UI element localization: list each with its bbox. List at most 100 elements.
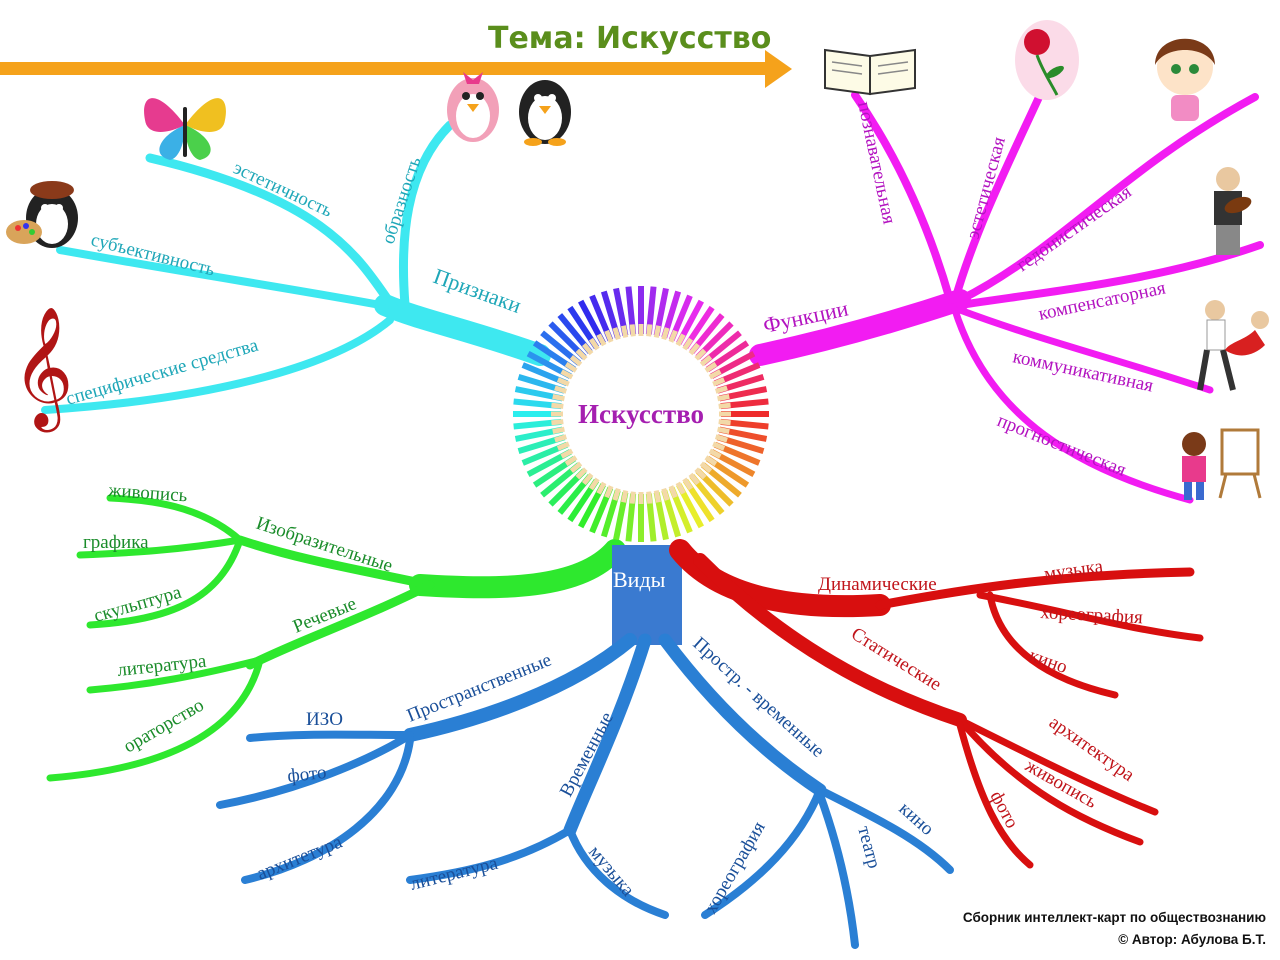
branch-dinam-statich [669,539,1204,869]
pencil-tip [675,333,686,347]
butterfly-icon [144,98,226,160]
item-foto-blue: фото [286,762,327,787]
pencil-tip [629,491,636,504]
title-arrow [0,50,792,88]
item-horeografiya-red: хореография [1040,602,1144,628]
penguin-pink-icon [447,72,499,142]
pencil-tip [675,481,686,495]
pencil-tip [588,477,600,491]
branch-label-priznaki: Признаки [430,263,525,318]
item-gedonisticheskaya: гедонистическая [1013,181,1136,276]
pencil-tip [661,487,670,501]
pencil-tip [653,325,662,338]
item-obraznost: образность [378,154,426,247]
item-literatura-blue: литература [408,853,500,895]
pencil-tip [682,337,694,351]
center-label: Искусство [578,399,704,429]
pencil-tip [646,324,653,337]
pencil-tip [552,426,565,435]
item-zhivopis: живопись [107,480,189,507]
branch-label-vidy: Виды [613,567,666,592]
pencil-tip [556,377,570,387]
item-grafika: графика [83,532,149,553]
pencil-tip [581,472,594,486]
branch-prostr-vrem [216,545,954,949]
item-horeografiya-blue: хореография [700,818,770,918]
pencils-ring-icon [513,286,769,542]
pencil-tip [688,342,701,356]
pencil-tip [554,434,568,443]
rose-icon [1015,20,1079,100]
treble-clef-icon: 𝄞 [12,305,73,432]
pencil-tip [551,419,564,426]
credit-line-1: Сборник интеллект-карт по обществознанию [963,910,1266,925]
pencil-tip [612,487,621,501]
pencil-tip [564,361,578,373]
pencil-tip [699,354,713,367]
page-title: Тема: Искусство [488,21,771,56]
pencil-tip [620,490,629,503]
pencil-tip [551,402,564,409]
pencil-tip [575,467,588,480]
penguin-artist-icon [6,181,78,248]
item-prognosticheskaya: прогностическая [994,410,1129,481]
pencil-tip [661,327,670,341]
pencil-tip [704,361,718,373]
pencil-tip [596,481,607,495]
pencil-tip [575,348,588,361]
pencil-tip [694,467,707,480]
pencil-tip [560,448,574,459]
branch-label-dinam: Динамические [818,574,937,595]
pencil-tip [554,385,568,394]
violinist-icon [1214,167,1252,255]
item-izo: ИЗО [306,709,343,730]
pencil-tip [714,434,728,443]
pencil-tip [668,329,678,343]
pencil-tip [581,342,594,356]
pencil-tip [688,472,701,486]
credit-line-2: © Автор: Абулова Б.Т. [1118,932,1266,947]
pencil-tip [682,477,694,491]
pencil-tip [714,385,728,394]
branch-izobr-rechevye [46,494,626,782]
penguin-icon [519,80,571,146]
pencil-tip [604,329,614,343]
pencil-tip [694,348,707,361]
pencil-tip [556,441,570,451]
pencil-tip [646,491,653,504]
pencil-tip [712,441,726,451]
pencil-tip [717,393,730,402]
pencil-tip [718,419,731,426]
pencil-tip [552,393,565,402]
item-arhitetura: архитетура [254,831,346,884]
pencil-tip [569,461,583,474]
pencil-tip [629,324,636,337]
pencil-tip [612,327,621,341]
pencil-tip [668,485,678,499]
center-circle [563,336,719,492]
pencil-tip [704,455,718,467]
item-esteticheskaya: эстетическая [963,134,1010,241]
pencil-tip [560,369,574,380]
pencil-tip [699,461,713,474]
pencil-tip [712,377,726,387]
child-painter-icon [1182,428,1262,500]
pencil-tip [708,369,722,380]
item-oratorstvo: ораторство [120,695,208,758]
pencil-tip [588,337,600,351]
branch-priznaki [41,120,551,414]
pencil-tip [564,455,578,467]
pencil-tip [620,325,629,338]
dancers-icon [1197,300,1269,391]
girl-icon [1155,38,1215,121]
pencil-tip [653,490,662,503]
item-teatr: театр [853,824,884,871]
pencil-tip [708,448,722,459]
pencil-tip [717,426,730,435]
branch-funktsii [749,91,1264,504]
pencil-tip [569,354,583,367]
pencil-tip [596,333,607,347]
pencil-tip [718,402,731,409]
pencil-tip [604,485,614,499]
